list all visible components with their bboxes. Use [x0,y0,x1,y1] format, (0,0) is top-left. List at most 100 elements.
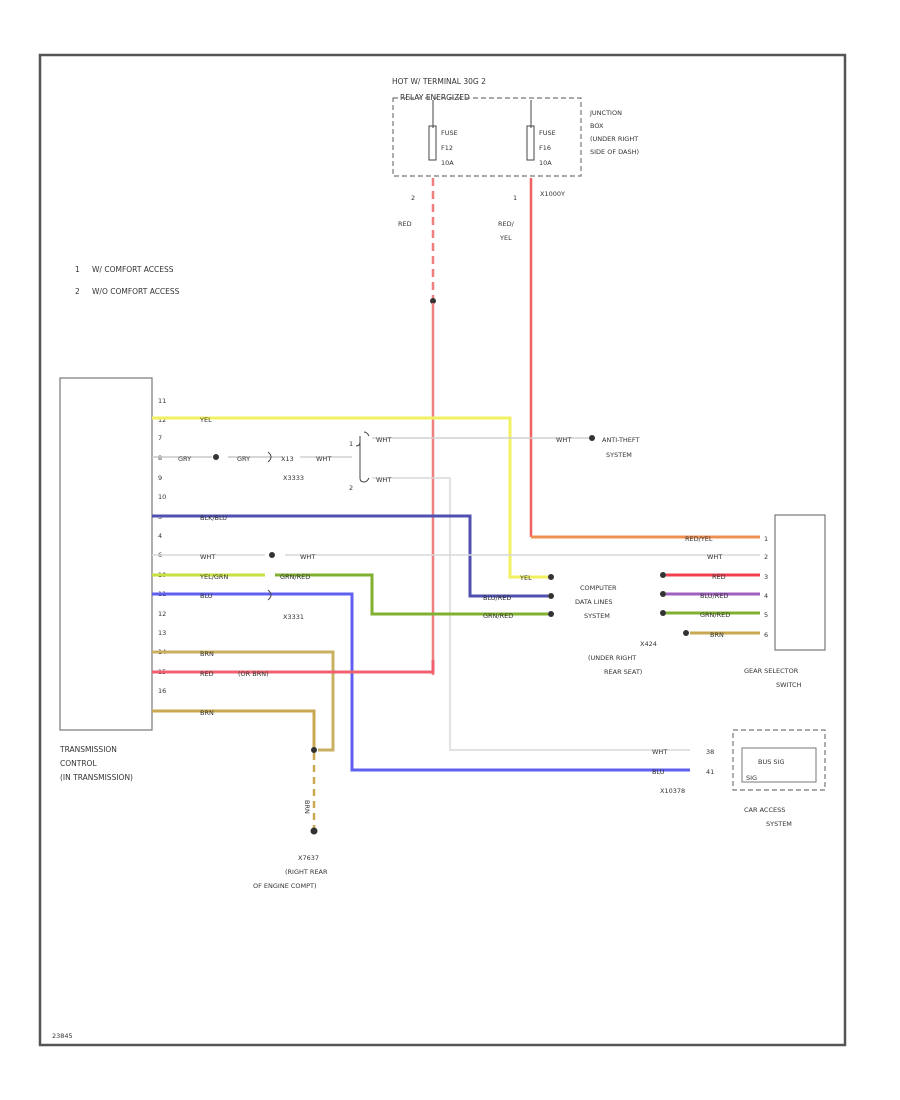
option-2-marker: 2 [349,484,353,492]
car-pin-38: 38 [706,748,714,756]
connector-dot [548,593,554,599]
connector-dot [548,611,554,617]
fuse-f12-amp: 10A [441,159,454,167]
wire-grn-red [275,573,548,616]
gear-selector-switch [774,514,826,651]
car-access-label1: CAR ACCESS [744,806,785,814]
wire-wht-pin6-label-right: WHT [300,553,315,561]
car-pin-41: 41 [706,768,714,776]
gear-pin: 2 [764,553,768,561]
wire-redyel-top-label1: RED/ [498,220,515,228]
x424-label-line1: X424 [640,640,657,648]
gear-selector-label2: SWITCH [776,681,802,689]
corner-code: 23845 [52,1032,73,1040]
option-1-marker: 1 [349,440,353,448]
tcm-pin: 16 [158,687,166,695]
car-connector-label: X10378 [660,787,685,795]
fuse-f12-pin: 2 [411,194,415,202]
tcm-label-line2: CONTROL [60,759,97,768]
computer-label-line2: DATA LINES [575,598,612,606]
option-brace [355,436,365,483]
car-bus-box [741,747,817,783]
wire-wht-pin6-label-left: WHT [200,553,215,561]
tcm-label-line3: (IN TRANSMISSION) [60,773,133,782]
fuse-f16-amp: 10A [539,159,552,167]
wire-wht-anti-theft-label: WHT [376,436,391,444]
tcm-pin-numbers: 11 12 7 8 9 10 3 4 6 10 11 12 13 14 15 1… [158,397,166,695]
fuse-f16-num: F16 [539,144,551,152]
splice-x3333-label: X3333 [283,474,304,482]
wire-blk-blu-label: BLK/BLU [200,514,227,522]
ground-label-line1: X7637 [298,854,319,862]
wire-blu [152,592,690,772]
ground-label-line3: OF ENGINE COMPT) [253,882,317,890]
splice-x3331-label: X3331 [283,613,304,621]
gear-conn-dot [660,591,666,597]
car-bus-sig-label: BUS SIG [758,758,785,766]
gear-wire-red-label: RED [712,573,726,581]
wire-red-pin14 [152,660,435,674]
car-access-module [732,729,826,791]
car-sig-label: SIG [746,774,757,782]
conn-yel-label: YEL [519,574,532,582]
anti-theft-label2: SYSTEM [606,451,632,459]
junction-box-line1: JUNCTION [589,109,622,117]
wire-brn-pin16 [152,709,316,750]
ground-wire-label: BRN [303,800,311,814]
wire-red-top-label: RED [398,220,412,228]
tcm-pin: 13 [158,629,166,637]
wire-yel [152,416,548,579]
notes-legend: 1 W/ COMFORT ACCESS 2 W/O COMFORT ACCESS [75,265,180,296]
gear-pin: 6 [764,631,768,639]
connector-dot [548,574,554,580]
car-wht-label: WHT [652,748,667,756]
fuse-f12-name: FUSE [441,129,458,137]
note-2-num: 2 [75,287,80,296]
gear-conn-dot [660,572,666,578]
computer-label-line1: COMPUTER [580,584,617,592]
gear-conn-dot [683,630,689,636]
computer-data-connector [548,574,554,617]
diagram-frame [38,53,847,1047]
gear-pin: 1 [764,535,768,543]
option-brace-ends [363,431,370,483]
transmission-control-module [59,377,153,731]
junction-box-line4: SIDE OF DASH) [590,148,639,156]
connector-x13-symbol [267,451,272,463]
car-blu-label: BLU [652,768,665,776]
note-1-text: W/ COMFORT ACCESS [92,265,174,274]
anti-theft-wire-label: WHT [556,436,571,444]
gear-wire-blured-label: BLU/RED [700,592,728,600]
tcm-pin: 12 [158,416,166,424]
gear-wire-redyel-label: RED/YEL [685,535,713,543]
wire-brn-pin13-label: BRN [200,650,214,658]
fuse-connector-label: X1000Y [540,190,565,198]
x424-label-line3: REAR SEAT) [604,668,642,676]
wire-brn-pin13 [152,650,335,752]
gear-wire-grnred-label: GRN/RED [700,611,730,619]
wire-gry-label-left: GRY [178,455,191,463]
gear-selector-label1: GEAR SELECTOR [744,667,799,675]
tcm-pin: 9 [158,474,162,482]
wire-gry-label-right: GRY [237,455,250,463]
gear-wire-brn-label: BRN [710,631,724,639]
gear-wire-wht-label: WHT [707,553,722,561]
ground-point-dot [310,827,318,835]
fuse-f16-pin: 1 [513,194,517,202]
connector-x13-label: X13 [281,455,294,463]
fuse-f12-symbol [428,125,437,161]
tcm-pin: 7 [158,434,162,442]
gear-conn-dot [660,610,666,616]
connector-x13-pin-left [213,454,219,460]
wire-redyel-top-label2: YEL [499,234,512,242]
wire-red-pin14-label: RED [200,670,214,678]
note-2-text: W/O COMFORT ACCESS [92,287,180,296]
splice-x3331-symbol [267,589,272,601]
wire-red-pin14-label2: (OR BRN) [238,670,269,678]
conn-grnred-label: GRN/RED [483,612,513,620]
hot-label-line1: HOT W/ TERMINAL 30G 2 [392,77,486,86]
tcm-label-line1: TRANSMISSION [59,745,117,754]
ground-label-line2: (RIGHT REAR [285,868,328,876]
fuse-f12-num: F12 [441,144,453,152]
